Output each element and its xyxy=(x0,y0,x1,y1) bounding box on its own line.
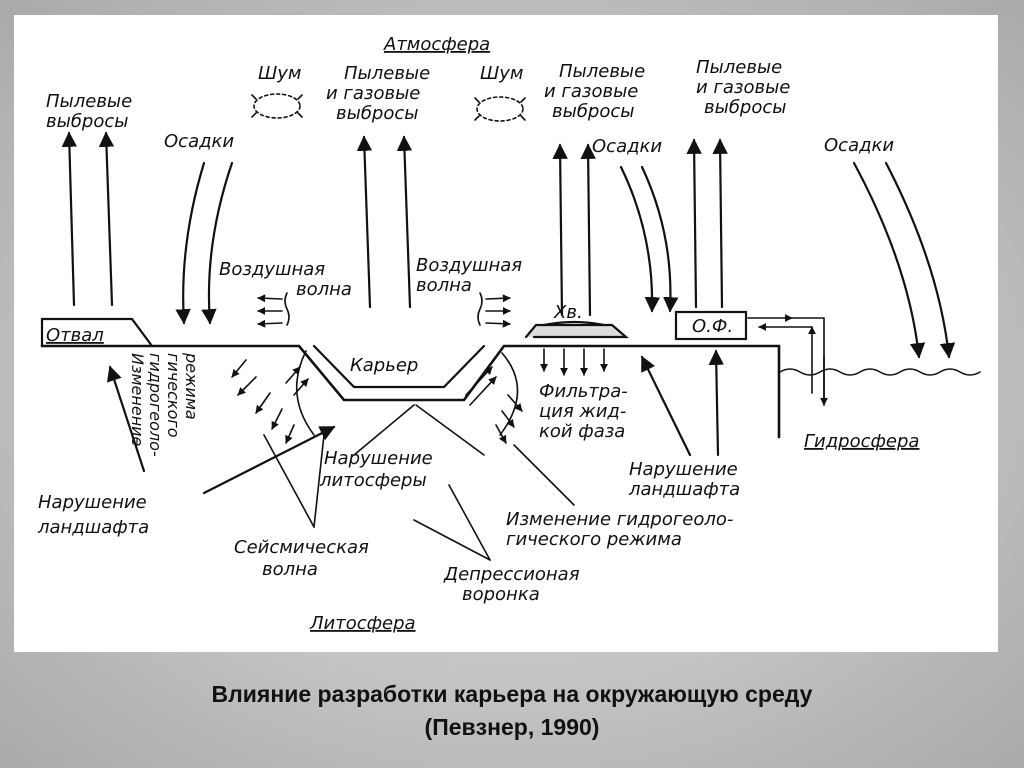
precipitation-arrows xyxy=(175,161,956,359)
air-wave-right xyxy=(477,292,511,328)
label-karyer: Карьер xyxy=(350,355,418,376)
label-osadki-right: Осадки xyxy=(824,135,894,156)
ground-surface xyxy=(40,317,781,439)
label-izm-gidrogeo: Изменение гидрогеоло-гического режима xyxy=(506,509,733,550)
seismic-arrows-right xyxy=(465,352,523,444)
hydro-flows xyxy=(747,314,828,406)
label-izm-gidrogeo-vert: Изменениегидрогеоло-гическогорежима xyxy=(128,352,201,457)
label-shum-2: Шум xyxy=(480,63,523,84)
water-surface xyxy=(779,368,981,376)
label-litosfera: Литосфера xyxy=(309,613,416,634)
label-osadki-mid: Осадки xyxy=(592,136,662,157)
emission-arrows xyxy=(61,131,728,317)
tailings-pond xyxy=(524,320,629,339)
caption-line-1: Влияние разработки карьера на окружающую… xyxy=(211,681,813,707)
plant-box xyxy=(674,310,748,341)
label-of: О.Ф. xyxy=(692,316,733,337)
caption-line-2: (Певзнер, 1990) xyxy=(424,714,600,740)
label-shum-1: Шум xyxy=(258,63,301,84)
landscape-arrows xyxy=(106,349,724,495)
label-hv: Хв. xyxy=(553,302,583,323)
leader-lines xyxy=(263,404,575,561)
label-osadki-left: Осадки xyxy=(164,131,234,152)
caption: Влияние разработки карьера на окружающую… xyxy=(0,678,1024,744)
noise-symbol-2 xyxy=(474,96,526,122)
quarry-pit xyxy=(312,344,486,389)
label-gidrosfera: Гидросфера xyxy=(804,431,919,452)
label-filtracia: Фильтра-ция жид-кой фаза xyxy=(539,381,628,442)
seismic-arrows-left xyxy=(231,350,315,444)
noise-symbol-1 xyxy=(251,93,303,119)
filtration-arrows xyxy=(540,348,608,376)
air-wave-left xyxy=(257,292,290,328)
label-atmosfera: Атмосфера xyxy=(383,34,490,55)
label-otval: Отвал xyxy=(46,325,104,346)
